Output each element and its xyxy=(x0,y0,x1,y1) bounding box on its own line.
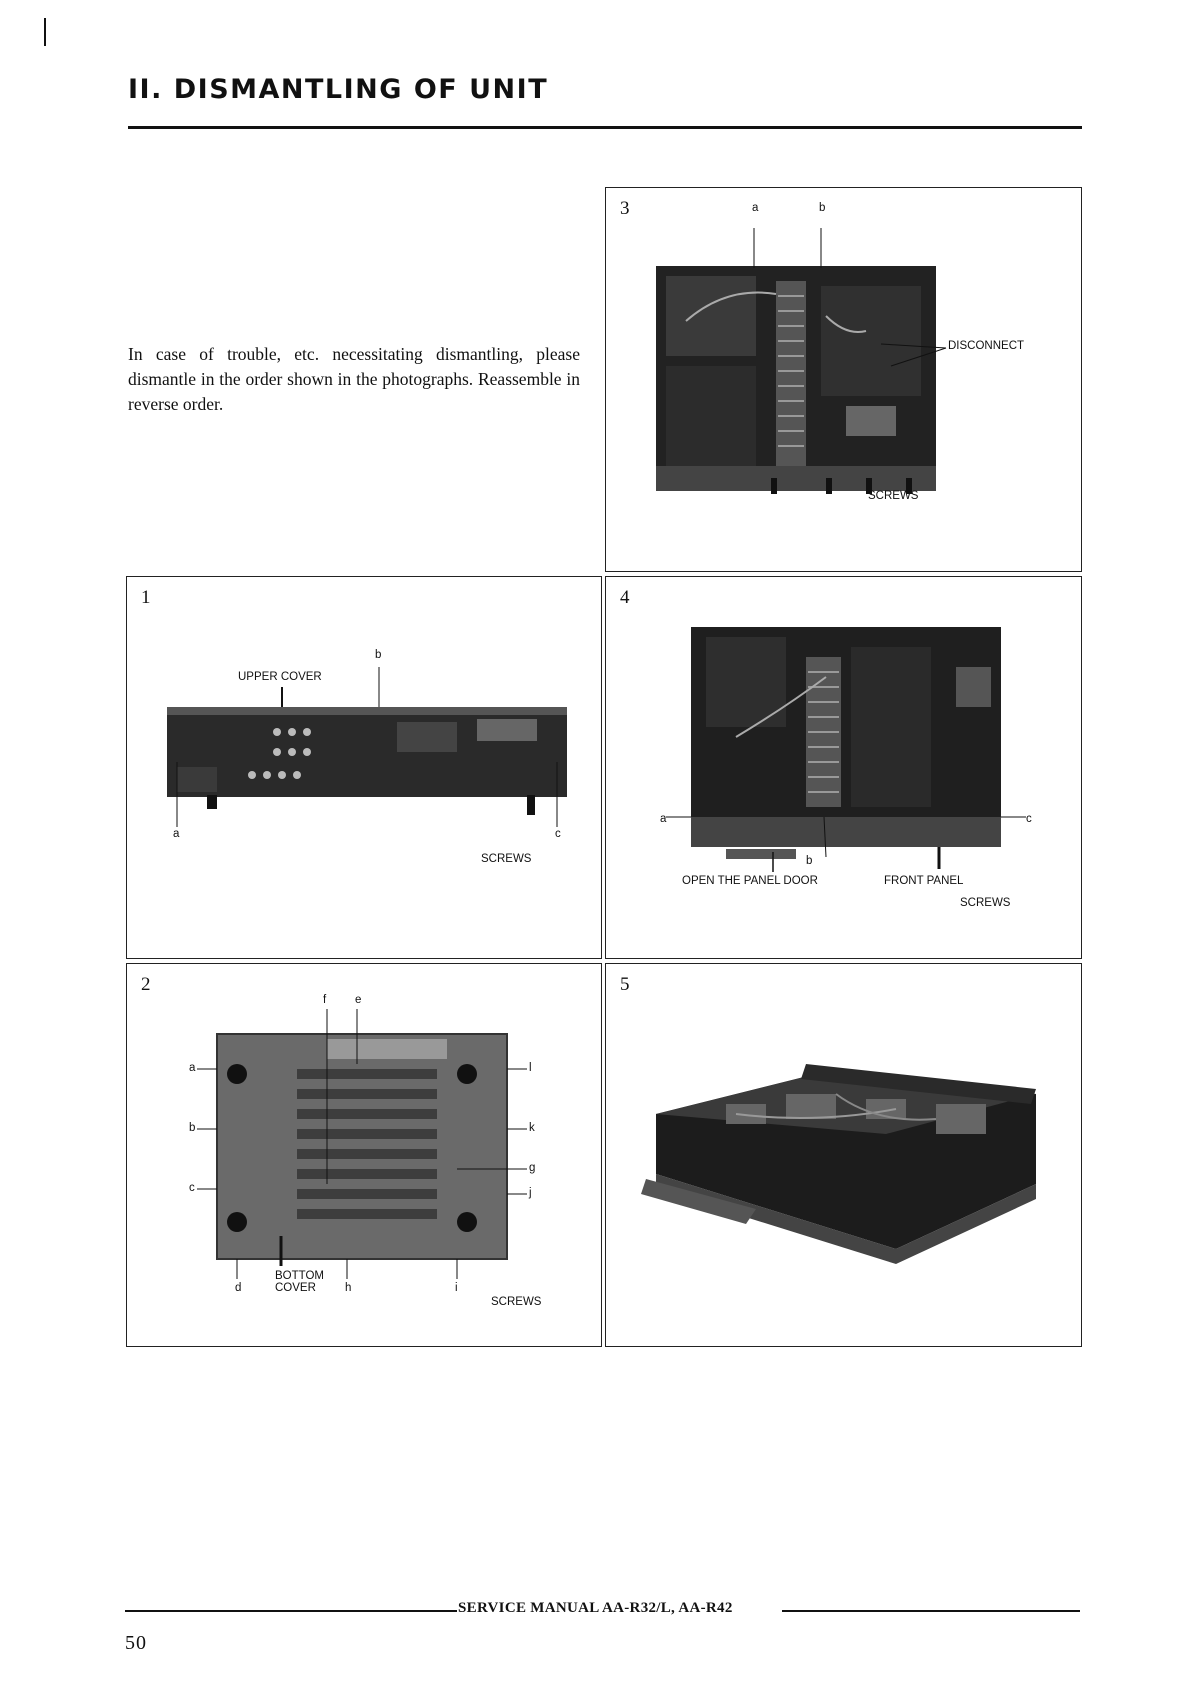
label-upper-cover: UPPER COVER xyxy=(238,671,322,683)
panel-number: 5 xyxy=(620,974,630,995)
photo-bottom-view xyxy=(197,1009,527,1279)
label-b: b xyxy=(375,649,382,661)
photo-front-open-chassis xyxy=(666,627,1026,872)
label-screws: SCREWS xyxy=(491,1296,542,1308)
label-screws: SCREWS xyxy=(481,853,532,865)
margin-mark xyxy=(44,18,46,46)
label-j: j xyxy=(529,1187,532,1199)
label-k: k xyxy=(529,1122,535,1134)
label-front-panel: FRONT PANEL xyxy=(884,875,964,887)
label-c: c xyxy=(189,1182,195,1194)
label-b: b xyxy=(819,202,826,214)
label-cover: COVER xyxy=(275,1282,316,1294)
label-screws: SCREWS xyxy=(868,490,919,502)
label-i: i xyxy=(455,1282,458,1294)
label-bottom: BOTTOM xyxy=(275,1270,324,1282)
label-a: a xyxy=(189,1062,196,1074)
label-b: b xyxy=(189,1122,196,1134)
label-screws: SCREWS xyxy=(960,897,1011,909)
panel-number: 2 xyxy=(141,974,151,995)
photo-chassis-perspective xyxy=(641,1064,1036,1264)
intro-paragraph: In case of trouble, etc. necessitating d… xyxy=(128,344,580,414)
footer-manual-title: SERVICE MANUAL AA-R32/L, AA-R42 xyxy=(458,1600,733,1616)
label-d: d xyxy=(235,1282,242,1294)
label-a: a xyxy=(660,813,667,825)
label-disconnect: DISCONNECT xyxy=(948,340,1025,352)
label-f: f xyxy=(323,994,327,1006)
photo-panel-2: 2 f e a b c l k g j BOTTOM d xyxy=(126,963,602,1347)
label-a: a xyxy=(173,828,180,840)
label-h: h xyxy=(345,1282,352,1294)
photo-panel-5: 5 xyxy=(605,963,1082,1347)
label-e: e xyxy=(355,994,362,1006)
heading-rule xyxy=(128,126,1082,129)
photo-top-view-chassis xyxy=(656,228,947,494)
footer-rule-left xyxy=(125,1610,457,1612)
label-b: b xyxy=(806,855,813,867)
photo-panel-1: 1 UPPER COVER b a c SCREWS xyxy=(126,576,602,959)
label-g: g xyxy=(529,1162,536,1174)
page-number: 50 xyxy=(125,1632,147,1654)
label-open-panel-door: OPEN THE PANEL DOOR xyxy=(682,875,818,887)
footer-rule-right xyxy=(782,1610,1080,1612)
panel-number: 3 xyxy=(620,198,630,219)
label-c: c xyxy=(555,828,561,840)
panel-number: 4 xyxy=(620,587,630,608)
panel-number: 1 xyxy=(141,587,151,608)
label-c: c xyxy=(1026,813,1032,825)
photo-panel-3: 3 a b DISCONNECT SCREWS xyxy=(605,187,1082,572)
label-a: a xyxy=(752,202,759,214)
photo-panel-4: 4 a b c OPEN THE PANEL DOOR FRONT PANEL … xyxy=(605,576,1082,959)
label-l: l xyxy=(529,1062,532,1074)
section-heading: II. DISMANTLING OF UNIT xyxy=(128,74,549,105)
photo-rear-panel xyxy=(167,667,567,827)
